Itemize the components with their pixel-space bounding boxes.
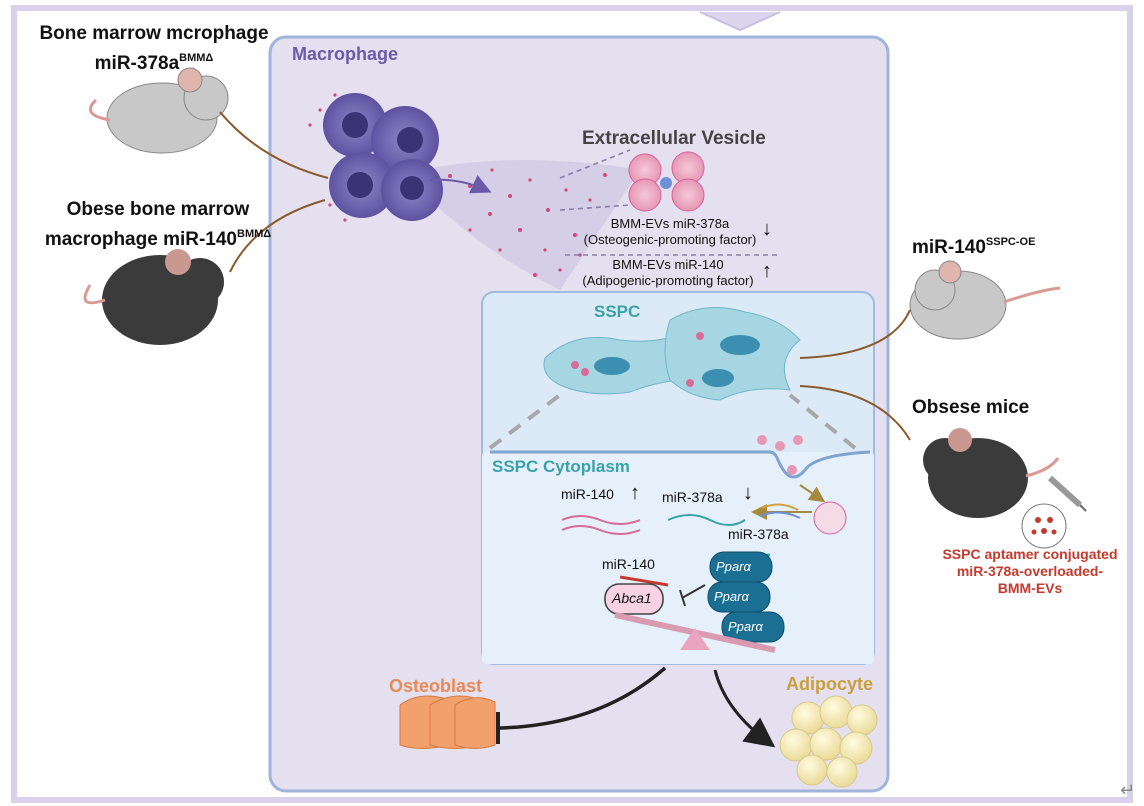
cytoplasm-title: SSPC Cytoplasm [492,457,630,476]
mir140-bind-line [619,575,669,587]
cytoplasm-panel [482,452,874,664]
treatment-label: SSPC aptamer conjugated miR-378a-overloa… [942,546,1118,596]
macrophage-to-ev-arrow [429,175,492,194]
osteoblast-title: Osteoblast [389,676,483,696]
cyto-mir140-arrow: ↑ [630,482,640,504]
sspc-oe-mouse-label: miR-140SSPC-OE [912,236,1036,258]
obese-label-line1: Obese bone marrow [66,199,250,220]
inhibition-line [679,584,706,607]
connector-black-left [229,199,326,273]
target-mir140-label: miR-140 [602,556,655,572]
ppara-label-2: Pparα [714,589,749,604]
outer-frame [11,5,1133,803]
mouse-grey-right [909,260,1061,340]
macrophage-cluster [323,93,443,221]
bmm-label-line2: miR-378aBMMΔ [94,52,214,74]
endocytosed-evs [757,435,847,535]
cell-membrane [490,450,871,479]
obese-mice-label: Obsese mice [912,397,1030,418]
top-chevron [699,11,781,32]
sspc-cells [543,307,801,401]
ev-factor-378a-arrow: ↓ [762,218,772,240]
osteoblast-cells [399,695,496,749]
return-glyph-icon: ↵ [1120,780,1135,801]
ppara-label-1: Pparα [716,559,751,574]
macrophage-title: Macrophage [292,44,399,64]
syringe-icon [1047,475,1087,512]
zoom-dashed-lines [488,393,857,450]
bmm-mouse-label: Bone marrow mcrophage miR-378aBMMΔ [38,22,270,76]
cyto-mir140-label: miR-140 [561,486,614,502]
mouse-grey-left [88,67,229,154]
target-mir378a-label: miR-378a [728,526,789,542]
ev-factor-378a: BMM-EVs miR-378a (Osteogenic-promoting f… [583,216,757,247]
ev-dots [308,93,607,277]
ev-dashed-lines [559,149,780,256]
seesaw-fulcrum [680,628,710,650]
sspc-title: SSPC [594,302,641,321]
ev-factor-140: BMM-EVs miR-140 (Adipogenic-promoting fa… [582,257,754,288]
ev-cluster [628,151,705,212]
cyto-mir378a-arrow: ↓ [743,482,753,504]
bmm-label-line1: Bone marrow mcrophage [39,23,269,44]
mouse-black-left [83,249,224,345]
mirna-strands [561,503,801,535]
abca1-label: Abca1 [612,590,652,606]
adipocyte-cells [779,695,878,788]
osteoblast-inhibit-arrow [499,666,667,730]
ev-factor-140-arrow: ↑ [762,260,772,282]
connector-grey-left [219,111,329,179]
connector-black-right [799,385,911,441]
adipocyte-title: Adipocyte [786,674,874,694]
mouse-black-right [923,428,1060,518]
obese-mouse-label: Obese bone marrow macrophage miR-140BMMΔ [38,198,278,252]
vesicle-arrow [799,484,826,503]
obese-label-line2: macrophage miR-140BMMΔ [44,228,272,250]
adipocyte-arrow [713,669,776,748]
connector-grey-right [799,309,911,359]
ppara-shapes [707,551,785,643]
ev-title: Extracellular Vesicle [582,128,766,149]
abca1-shape [604,583,664,615]
cyto-mir378a-label: miR-378a [662,489,723,505]
injected-ev-icon [1021,503,1067,549]
ppara-label-3: Pparα [728,619,763,634]
